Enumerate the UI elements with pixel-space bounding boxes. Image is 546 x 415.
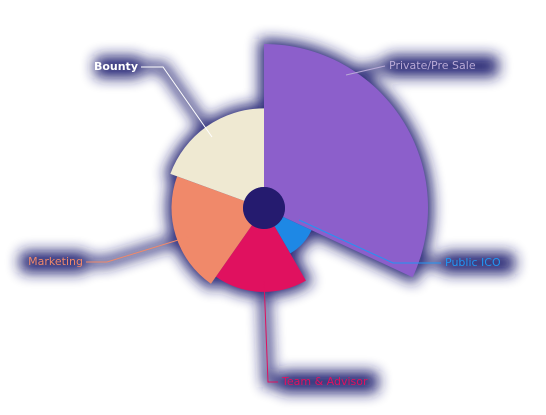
leader-line-team-advisor (263, 279, 278, 383)
label-public-ico: Public ICO (445, 256, 501, 269)
label-marketing: Marketing (28, 255, 83, 268)
leader-line-private-pre-sale (345, 65, 386, 76)
slices (170, 44, 428, 292)
label-private-pre-sale: Private/Pre Sale (389, 59, 476, 72)
label-bounty: Bounty (94, 60, 138, 73)
leader-line-marketing (86, 236, 189, 263)
slice-team-advisor[interactable] (215, 225, 306, 292)
slice-private-pre-sale[interactable] (264, 44, 428, 278)
slice-bounty[interactable] (170, 108, 264, 201)
slice-marketing[interactable] (171, 176, 252, 284)
leader-line-public-ico (298, 219, 441, 264)
leader-line-bounty (141, 66, 213, 138)
center-hole (243, 187, 285, 229)
label-team-advisor: Team & Advisor (281, 375, 368, 388)
slice-public-ico[interactable] (274, 216, 312, 254)
